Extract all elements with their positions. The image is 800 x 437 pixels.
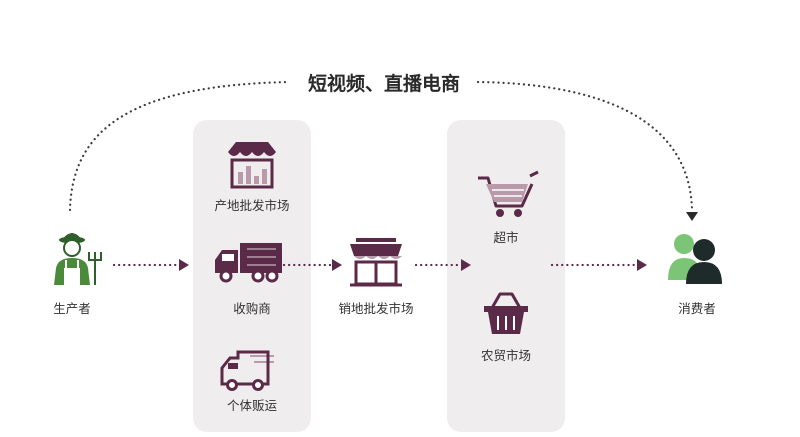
truck-icon — [215, 243, 282, 283]
consumer-label: 消费者 — [678, 301, 716, 316]
purchaser-label: 收购商 — [233, 301, 271, 316]
stage-panel-retail — [447, 120, 565, 432]
basket-icon — [484, 292, 528, 334]
people-icon — [668, 234, 722, 284]
channel-title: 短视频、直播电商 — [308, 72, 460, 95]
delivery-van-icon — [220, 350, 274, 391]
arc-right — [476, 80, 694, 212]
arc-arrowhead — [686, 212, 698, 221]
shopping-cart-icon — [478, 170, 539, 217]
market-stall-icon — [228, 142, 276, 189]
arc-left — [68, 80, 292, 212]
individual-trader-label: 个体贩运 — [227, 398, 278, 413]
storefront-icon — [350, 238, 402, 287]
farmers-market-label: 农贸市场 — [481, 348, 531, 363]
producer-label: 生产者 — [53, 301, 91, 316]
supermarket-label: 超市 — [493, 230, 518, 245]
farmer-icon — [54, 233, 102, 285]
wholesale-origin-label: 产地批发市场 — [214, 198, 289, 213]
wholesale-sales-label: 销地批发市场 — [338, 301, 413, 316]
